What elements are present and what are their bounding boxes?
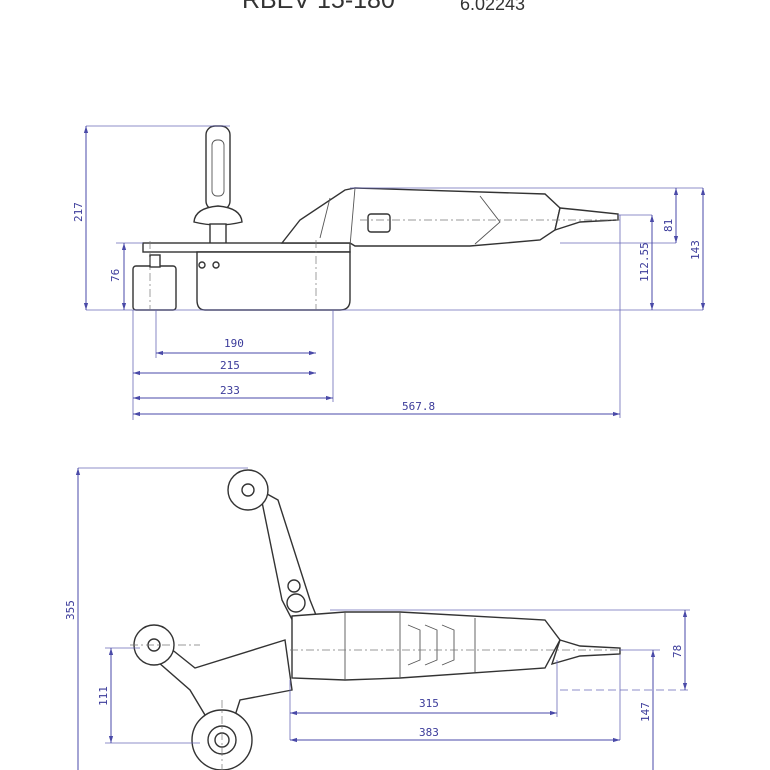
- side-base-plate: [142, 242, 351, 253]
- dim-147: 147: [639, 702, 652, 722]
- side-view: 217 76 190 215 233 567.8 81 112.55 143: [72, 125, 706, 420]
- top-view: 355 111 315 383 78 147: [64, 467, 690, 770]
- model-title: RBEV 15-180: [242, 0, 395, 14]
- top-lower-frame: [149, 638, 293, 726]
- dim-217: 217: [72, 202, 85, 222]
- dim-355: 355: [64, 600, 77, 620]
- dim-78: 78: [671, 645, 684, 658]
- side-belt-housing: [196, 251, 351, 311]
- dim-111: 111: [97, 686, 110, 706]
- side-handle: [193, 125, 243, 245]
- top-motor-body: [291, 611, 561, 681]
- dim-315: 315: [419, 697, 439, 710]
- dim-143: 143: [689, 240, 702, 260]
- dim-81: 81: [662, 219, 675, 232]
- side-contact-roller: [132, 265, 177, 311]
- dim-215: 215: [220, 359, 240, 372]
- dim-233: 233: [220, 384, 240, 397]
- dim-190: 190: [224, 337, 244, 350]
- order-number: 6.02243: [460, 0, 526, 14]
- dim-383: 383: [419, 726, 439, 739]
- dim-76: 76: [109, 269, 122, 282]
- dim-567-8: 567.8: [402, 400, 435, 413]
- side-motor-body: [280, 187, 561, 247]
- dim-112-55: 112.55: [638, 242, 651, 282]
